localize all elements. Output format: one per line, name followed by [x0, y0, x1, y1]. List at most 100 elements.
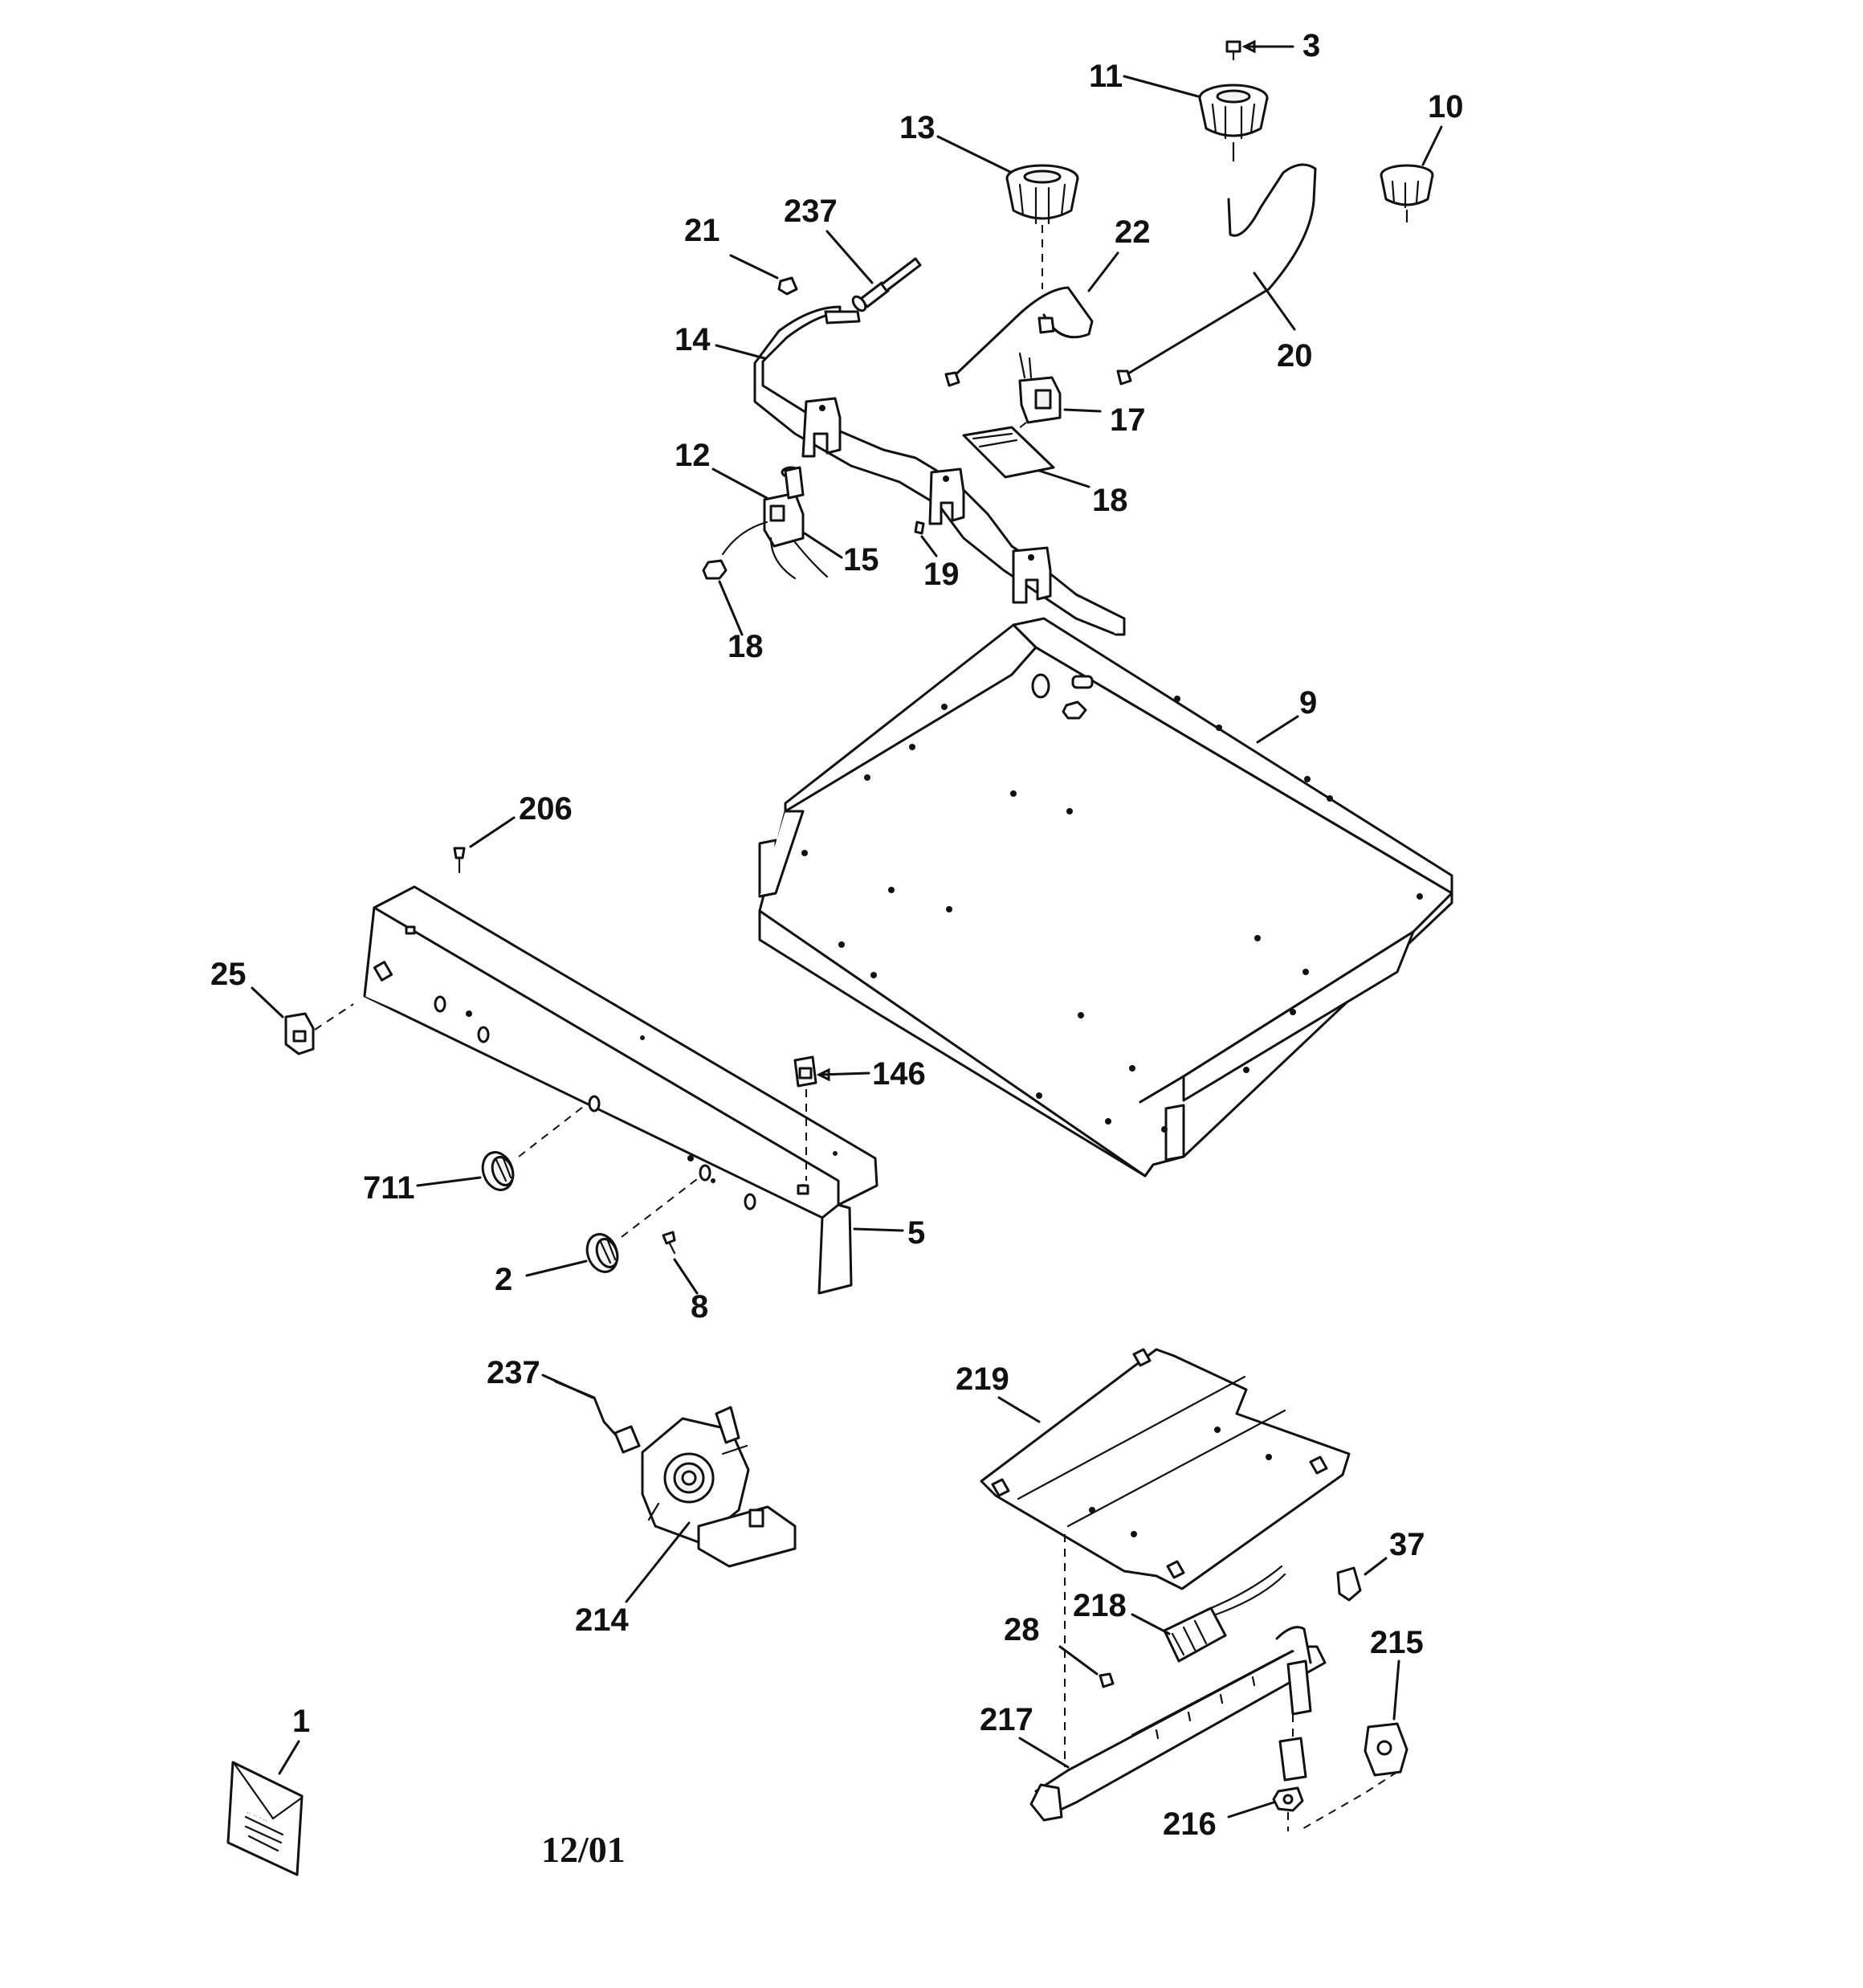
- part-20-gas-tube: [1123, 163, 1317, 378]
- callout-22: 22: [1115, 214, 1151, 250]
- leader-12: [711, 467, 768, 500]
- part-37-clip: [1336, 1566, 1362, 1602]
- part-18-bracket-plate: [962, 426, 1055, 479]
- leader-146-head: [816, 1067, 830, 1082]
- part-237-tube-fitting: [554, 1380, 641, 1454]
- callout-3: 3: [1302, 28, 1320, 63]
- callout-18-right: 18: [1092, 483, 1128, 518]
- callout-18-left: 18: [728, 629, 764, 664]
- callout-11: 11: [1089, 59, 1123, 94]
- leader-2: [525, 1259, 588, 1277]
- leader-20: [1253, 271, 1296, 331]
- callout-17: 17: [1110, 402, 1146, 438]
- part-19-screw: [914, 520, 925, 535]
- callout-2: 2: [495, 1262, 512, 1297]
- part-22-fitting: [944, 371, 960, 387]
- leader-9: [1256, 715, 1299, 744]
- part-28-nut: [1099, 1672, 1115, 1688]
- leader-28: [1058, 1645, 1099, 1676]
- leader-19: [920, 535, 938, 557]
- leader-17: [1063, 408, 1102, 413]
- leader-5: [853, 1227, 904, 1232]
- callout-217: 217: [980, 1702, 1033, 1737]
- callout-28: 28: [1004, 1612, 1040, 1647]
- leader-10: [1421, 125, 1443, 166]
- callout-1: 1: [292, 1704, 310, 1739]
- part-22-gas-tube: [949, 286, 1094, 381]
- leader-218: [1131, 1613, 1171, 1635]
- part-2-knob: [585, 1178, 698, 1273]
- part-3-screw: [1225, 40, 1241, 61]
- part-216-electrode: [1272, 1659, 1312, 1831]
- part-206-screw: [453, 847, 466, 874]
- leader-8: [673, 1258, 699, 1295]
- callout-37: 37: [1389, 1527, 1425, 1562]
- part-237-orifice-fitting: [851, 257, 922, 312]
- callout-237-top: 237: [784, 194, 838, 229]
- callout-14: 14: [675, 322, 711, 357]
- part-15-valve: [721, 466, 829, 580]
- leader-217: [1018, 1737, 1070, 1769]
- leader-237-top: [826, 230, 874, 284]
- callout-12: 12: [675, 438, 711, 473]
- part-9-burner-box: [758, 617, 1453, 1178]
- leader-11: [1123, 75, 1200, 98]
- callout-15: 15: [843, 542, 879, 578]
- part-5-control-panel: [363, 885, 879, 1295]
- leader-215: [1392, 1659, 1400, 1721]
- revision-date: 12/01: [541, 1829, 626, 1870]
- callout-215: 215: [1370, 1625, 1424, 1660]
- part-20-fitting: [1116, 369, 1132, 386]
- leader-3-head: [1241, 39, 1256, 54]
- leader-214: [625, 1521, 691, 1603]
- part-217-burner-tube: [1029, 1626, 1327, 1822]
- leader-15: [803, 532, 843, 559]
- callout-237-bottom: 237: [487, 1355, 540, 1390]
- callout-20: 20: [1277, 338, 1313, 374]
- callout-146: 146: [872, 1056, 926, 1092]
- callout-711: 711: [363, 1170, 415, 1206]
- part-219-heat-shield: [980, 1348, 1351, 1767]
- part-14-manifold: [753, 305, 1126, 636]
- part-1-literature-envelope: ·· ·· · ··: [226, 1761, 304, 1876]
- callout-8: 8: [691, 1289, 708, 1325]
- leader-14: [715, 344, 766, 360]
- callout-214: 214: [575, 1602, 629, 1638]
- callout-206: 206: [519, 791, 573, 827]
- part-711-knob: [481, 1106, 584, 1191]
- part-21-nut: [777, 276, 798, 296]
- leader-219: [997, 1396, 1041, 1423]
- part-18-nut: [702, 559, 728, 580]
- part-13-burner-head: [1005, 164, 1079, 289]
- leader-146: [817, 1072, 870, 1076]
- leader-25: [251, 986, 284, 1018]
- callout-218: 218: [1073, 1588, 1127, 1623]
- callout-13: 13: [899, 110, 936, 145]
- leader-13: [936, 135, 1012, 173]
- part-215-bracket: [1300, 1722, 1408, 1831]
- leader-206: [469, 816, 516, 848]
- callout-219: 219: [956, 1361, 1009, 1397]
- leader-18-right: [1037, 469, 1090, 488]
- callout-21: 21: [684, 213, 720, 248]
- leader-18-left: [718, 580, 744, 636]
- leader-1: [278, 1740, 300, 1775]
- callout-19: 19: [923, 557, 960, 592]
- callout-216: 216: [1163, 1806, 1217, 1842]
- callout-10: 10: [1428, 89, 1464, 125]
- callout-25: 25: [210, 957, 247, 992]
- leader-21: [729, 254, 779, 280]
- part-10-burner-head: [1380, 164, 1434, 223]
- part-146-clip: [793, 1055, 817, 1181]
- leader-216: [1227, 1801, 1275, 1819]
- leader-237-bottom: [541, 1374, 594, 1399]
- part-11-burner-head: [1198, 84, 1269, 162]
- leader-37: [1364, 1557, 1388, 1576]
- part-218-igniter: [1163, 1565, 1286, 1663]
- part-8-screw: [662, 1231, 676, 1255]
- part-22-nut: [1037, 316, 1055, 334]
- callout-9: 9: [1299, 685, 1317, 720]
- part-214-valve-assembly: [641, 1406, 797, 1568]
- leader-711: [416, 1176, 482, 1187]
